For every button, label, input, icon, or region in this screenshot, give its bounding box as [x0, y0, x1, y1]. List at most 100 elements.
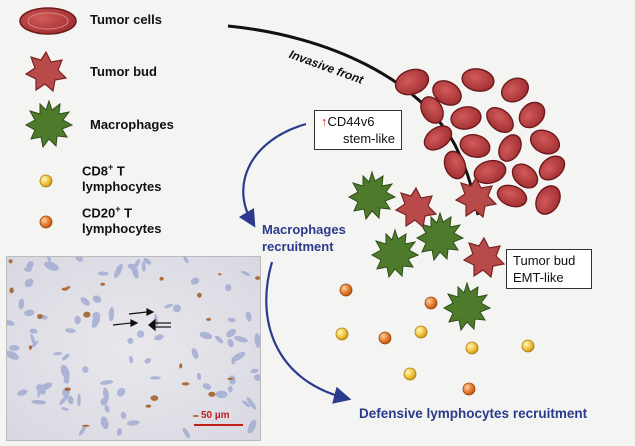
nucleus [64, 328, 76, 333]
nucleus [134, 258, 141, 268]
nucleus [245, 311, 252, 322]
nucleus [17, 389, 28, 396]
stained-cell [100, 282, 106, 286]
nucleus [24, 309, 35, 317]
nucleus [164, 303, 174, 309]
nucleus [127, 263, 137, 270]
cd8-tail: T [113, 163, 125, 179]
cd20-name: CD20 [82, 205, 116, 221]
nucleus [29, 328, 38, 334]
nucleus [31, 399, 47, 405]
nucleus [62, 353, 70, 361]
cd8-name: CD8 [82, 163, 109, 179]
nucleus [231, 357, 236, 365]
micrograph-arrows [112, 308, 171, 332]
tumor-bud-line2: EMT-like [513, 270, 564, 285]
legend-cd8-label: CD8+ T lymphocytes [82, 159, 161, 195]
stained-cell [61, 287, 69, 291]
nucleus [117, 387, 126, 397]
stained-cell [197, 292, 202, 298]
nucleus [196, 372, 202, 381]
nucleus [18, 298, 25, 310]
nucleus [36, 384, 46, 395]
nucleus [74, 315, 81, 325]
nucleus [141, 261, 146, 272]
macrophage-group [347, 170, 492, 332]
tumor-bud-line1: Tumor bud [513, 253, 576, 268]
stained-cell [150, 395, 159, 401]
nucleus [99, 380, 114, 385]
nucleus [113, 263, 123, 278]
nucleus [100, 416, 109, 430]
nucleus [92, 295, 102, 303]
stained-cell [192, 415, 199, 417]
macrophages-recruitment-label: Macrophages recruitment [262, 221, 346, 255]
nucleus [24, 278, 34, 288]
nucleus [80, 297, 90, 306]
nucleus [7, 319, 15, 326]
nucleus [227, 317, 236, 323]
stained-cell [81, 424, 90, 427]
legend-cd8-icon [39, 174, 53, 188]
nucleus [231, 351, 246, 362]
scale-bar-label: 50 µm [201, 410, 230, 421]
stained-cell [145, 404, 152, 408]
legend-macrophage-icon [24, 99, 74, 149]
stained-cell [9, 287, 14, 294]
stained-cell [66, 286, 71, 289]
nucleus [247, 419, 257, 434]
nucleus [246, 396, 257, 410]
arrow-to-defensive-recruitment [265, 261, 352, 404]
cd8-sup: + [108, 162, 114, 172]
nucleus [30, 333, 36, 347]
nucleus [61, 407, 69, 411]
nucleus [104, 405, 110, 413]
cd8-line2: lymphocytes [82, 179, 162, 195]
cd20-tail: T [120, 205, 133, 221]
tumor-cell-cluster [394, 68, 566, 215]
stained-cell [64, 387, 71, 391]
nucleus [102, 387, 110, 402]
legend-tumor-cells-label: Tumor cells [90, 12, 163, 27]
stained-cell [159, 276, 164, 281]
nucleus [227, 385, 233, 393]
nucleus [77, 393, 81, 407]
stained-cell [28, 345, 32, 350]
stained-cell [218, 273, 222, 276]
tumor-bud-label-box: Tumor bud EMT-like [506, 249, 592, 289]
nucleus [202, 383, 212, 390]
up-arrow-icon: ↑ [321, 114, 328, 129]
macro-recruit-line2: recruitment [262, 239, 334, 254]
nucleus [24, 267, 32, 272]
defensive-recruitment-label: Defensive lymphocytes recruitment [359, 406, 588, 421]
stained-cell [181, 382, 190, 386]
stained-cell [37, 314, 43, 319]
stained-cell [206, 317, 212, 321]
stained-cell [227, 377, 234, 380]
cd44-label-box: ↑CD44v6 stem-like [314, 110, 403, 150]
nucleus [144, 357, 152, 364]
nucleus [250, 368, 259, 374]
nucleus [128, 356, 134, 364]
nucleus [241, 270, 250, 277]
nucleus [82, 366, 89, 373]
legend-tumor-bud-label: Tumor bud [90, 64, 157, 79]
stained-cell [83, 311, 91, 318]
stained-cell [208, 391, 216, 397]
lymphocyte-group [335, 283, 535, 396]
stained-cell [255, 276, 260, 280]
nucleus [190, 277, 200, 285]
stained-cell [179, 363, 183, 369]
nucleus [215, 390, 228, 399]
cd44-line1: CD44v6 [327, 114, 375, 129]
nucleus [44, 261, 59, 271]
nucleus [91, 313, 101, 328]
nucleus [253, 374, 260, 381]
nucleus [60, 364, 70, 379]
nucleus [183, 257, 189, 264]
nucleus [228, 375, 236, 385]
nucleus [254, 333, 260, 348]
cd20-line2: lymphocytes [82, 221, 162, 237]
nucleus [136, 330, 145, 338]
nucleus [173, 304, 181, 313]
